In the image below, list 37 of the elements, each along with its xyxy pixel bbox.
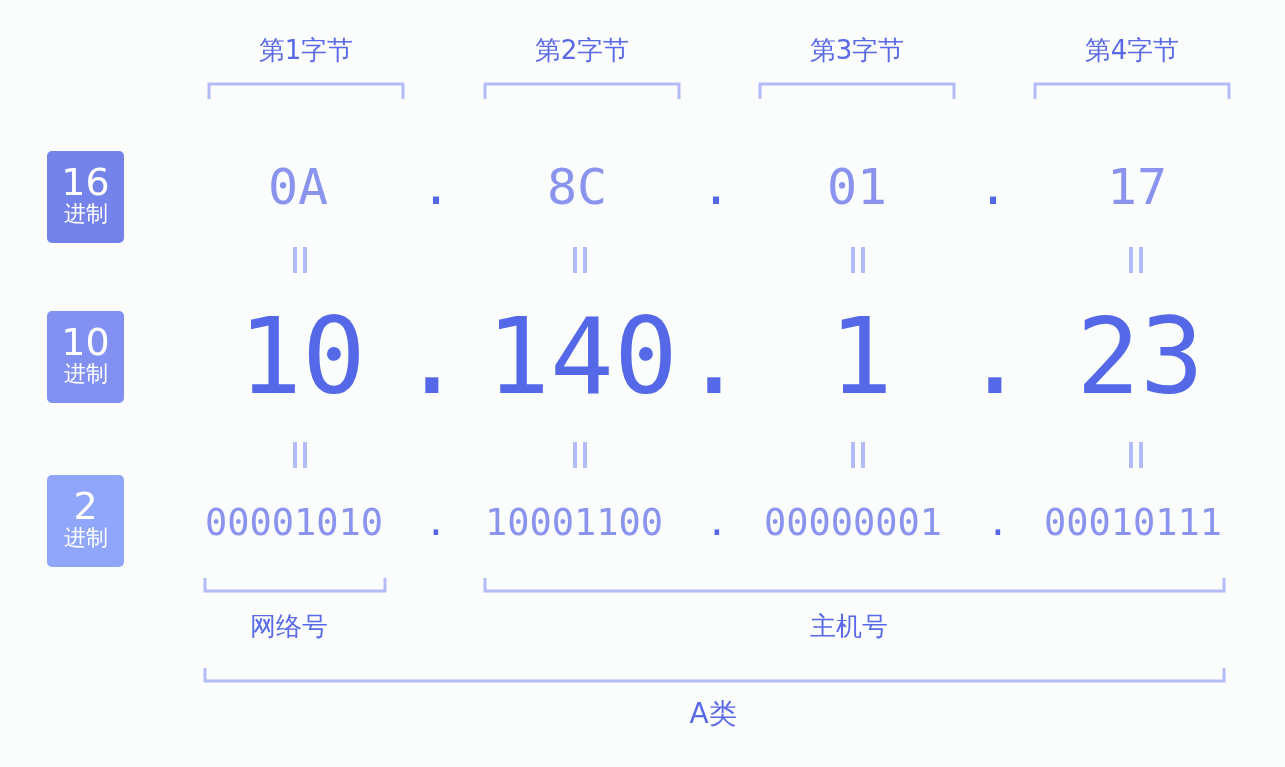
- decimal-value: 23: [1076, 304, 1204, 410]
- hex-value: 8C: [546, 162, 608, 212]
- binary-value: 00000001: [763, 503, 943, 541]
- binary-value: 00010111: [1043, 503, 1223, 541]
- radix-label: 进制: [63, 203, 108, 225]
- bracket-label: 主机号: [810, 613, 888, 639]
- radix-number: 2: [73, 487, 98, 525]
- dot-separator: .: [986, 503, 1010, 541]
- radix-label: 进制: [63, 363, 108, 385]
- dot-separator: .: [705, 503, 729, 541]
- bracket-label: 网络号: [250, 613, 328, 639]
- byte-header: 第1字节: [258, 37, 354, 63]
- radix-badge: [47, 151, 124, 243]
- dot-separator: .: [682, 304, 746, 410]
- radix-number: 16: [61, 163, 110, 201]
- decimal-value: 140: [486, 304, 678, 410]
- hex-value: 01: [826, 162, 888, 212]
- byte-header: 第2字节: [534, 37, 630, 63]
- decimal-value: 1: [829, 304, 893, 410]
- hex-value: 0A: [267, 162, 329, 212]
- bracket-label: A类: [689, 700, 737, 728]
- binary-value: 10001100: [484, 503, 664, 541]
- dot-separator: .: [977, 162, 1009, 212]
- dot-separator: .: [963, 304, 1027, 410]
- byte-header: 第4字节: [1084, 37, 1180, 63]
- binary-value: 00001010: [204, 503, 384, 541]
- dot-separator: .: [424, 503, 448, 541]
- radix-label: 进制: [63, 527, 108, 549]
- byte-header: 第3字节: [809, 37, 905, 63]
- dot-separator: .: [420, 162, 452, 212]
- dot-separator: .: [700, 162, 732, 212]
- hex-value: 17: [1106, 162, 1168, 212]
- radix-number: 10: [61, 323, 110, 361]
- radix-badge: [47, 311, 124, 403]
- decimal-value: 10: [238, 304, 366, 410]
- radix-badge: [47, 475, 124, 567]
- dot-separator: .: [400, 304, 464, 410]
